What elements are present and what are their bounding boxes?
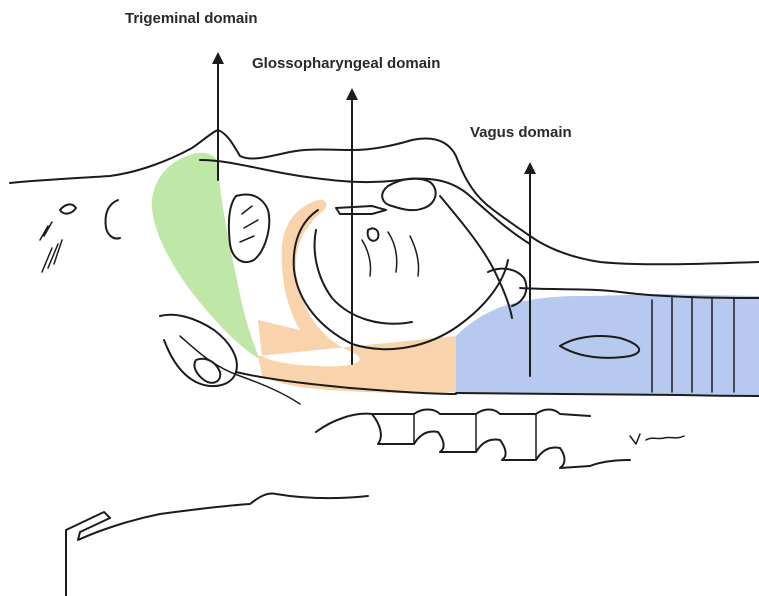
palate-bone-texture [240,206,258,242]
vertebrae-upper-border [372,410,590,417]
upper-jaw-line [200,160,530,244]
vagus-region [456,294,759,396]
glossopharyngeal-region [258,200,456,393]
vagus-domain-label: Vagus domain [470,124,572,141]
face-bracket [106,200,121,239]
artist-signature [630,434,684,444]
nostril-mark [60,204,76,213]
chin-bone [194,359,220,383]
tongue-inner-curve [315,230,412,324]
palate-bone-left [229,195,269,262]
styloid-process [336,206,386,214]
skull-base-bone [382,179,435,211]
vagus-arrowhead [524,162,536,174]
glossopharyngeal-arrowhead [346,88,358,100]
pharynx-wall [440,196,512,318]
face-hatching [40,222,62,272]
trigeminal-domain-label: Trigeminal domain [125,10,258,27]
lower-body-outline [66,493,368,596]
cervical-vertebrae [316,414,630,468]
glossopharyngeal-domain-label: Glossopharyngeal domain [252,55,440,72]
head-outline [10,130,759,264]
trigeminal-arrowhead [212,52,224,64]
trigeminal-region [152,153,258,358]
foramen-caecum-mark [368,228,379,240]
